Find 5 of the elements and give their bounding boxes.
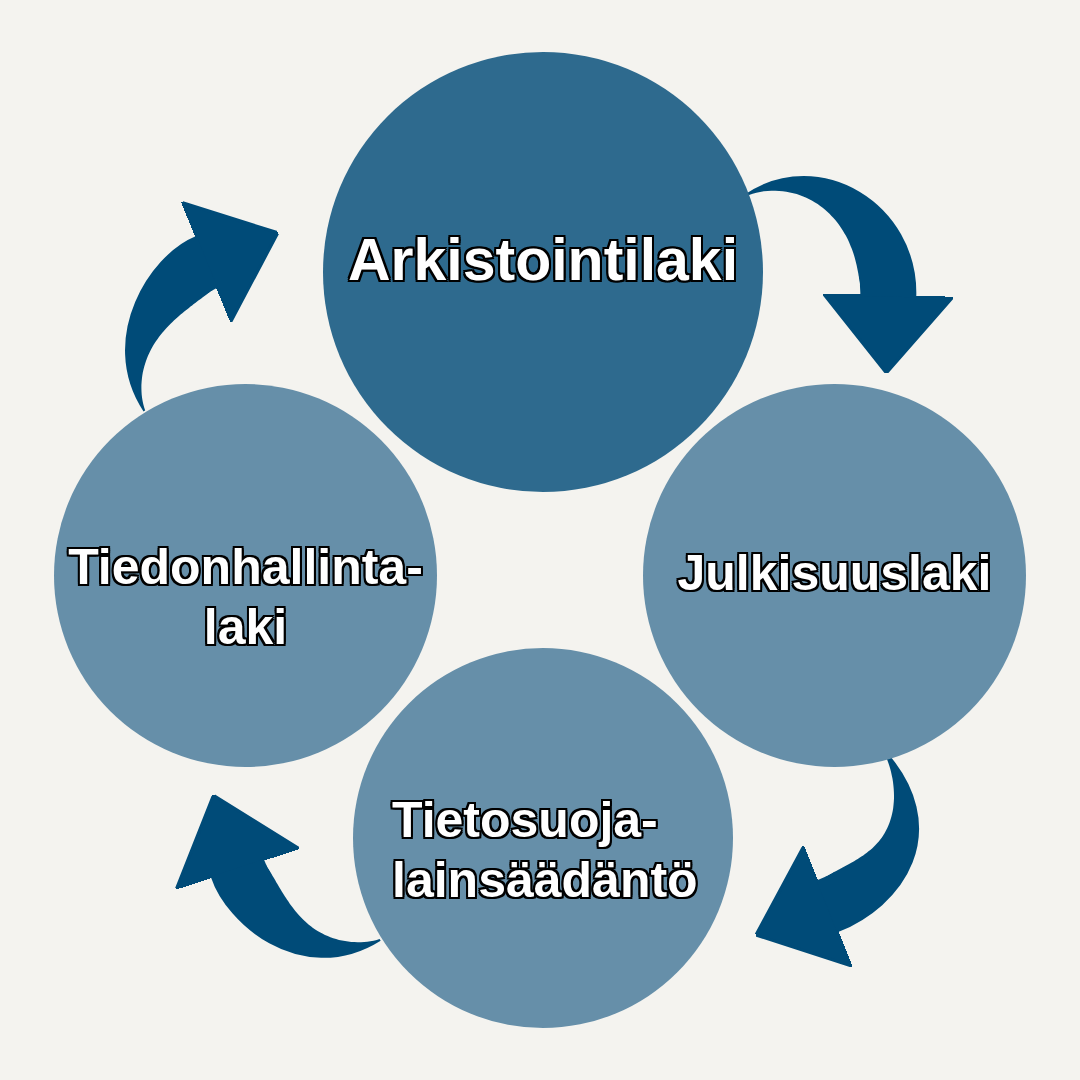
- circle-label: Arkistointilaki: [346, 225, 740, 295]
- circle-label: Tiedonhallinta- laki: [67, 538, 424, 657]
- circle-label: Julkisuuslaki: [676, 544, 993, 603]
- circle-label: Tietosuoja- lainsäädäntö: [392, 791, 699, 910]
- curved-arrow: [746, 176, 955, 375]
